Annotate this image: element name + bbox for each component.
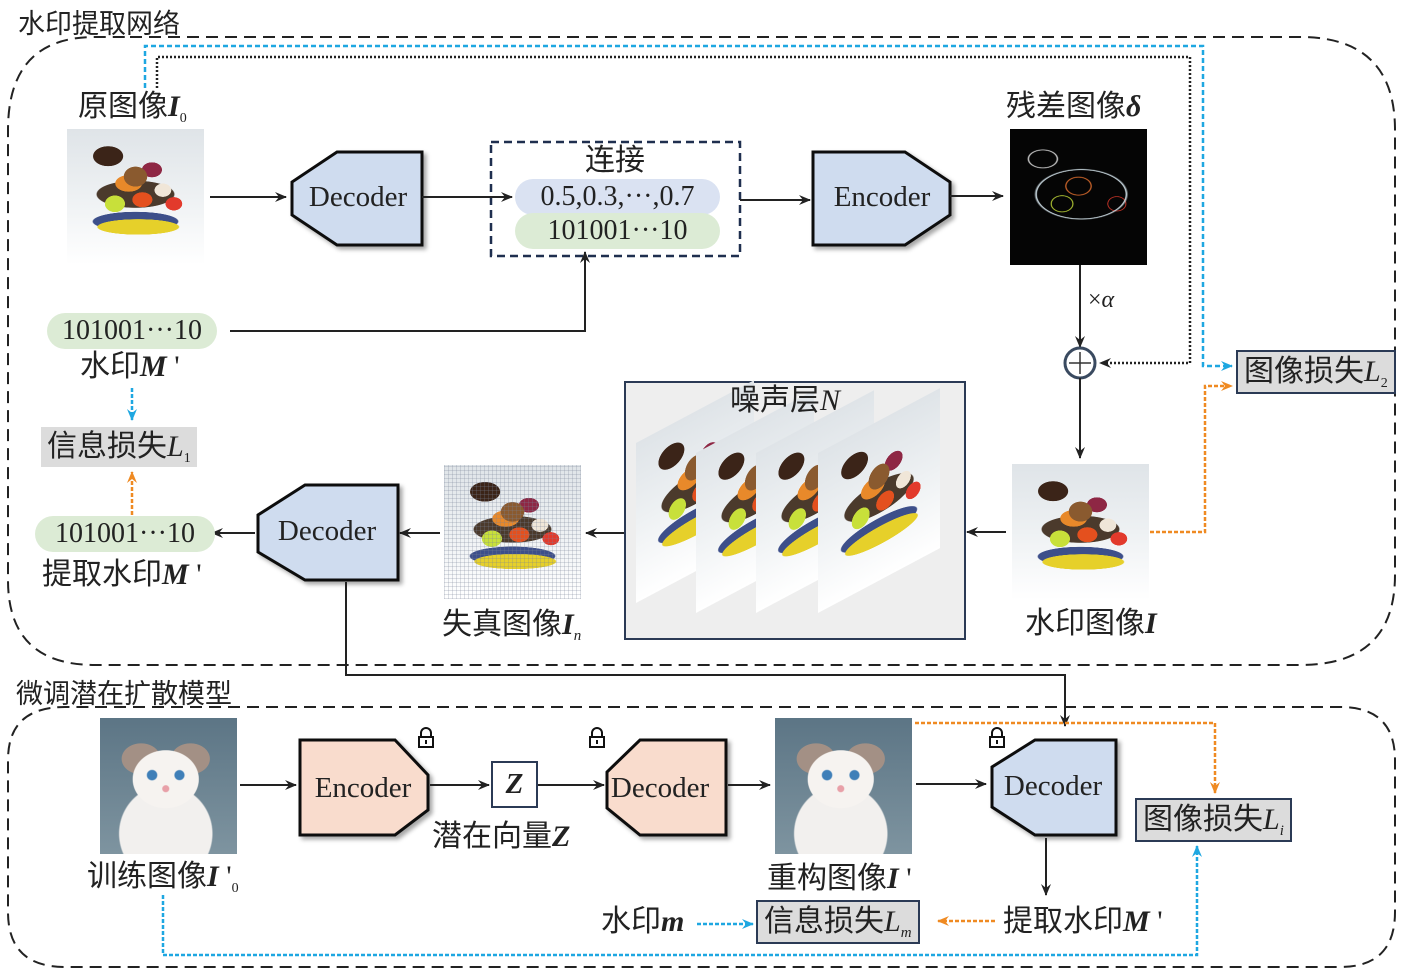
latent-vector-label: 潜在向量Z (432, 820, 571, 853)
watermark-bits-pill: 101001···10 (47, 313, 217, 349)
concat-title: 连接 (585, 144, 645, 177)
extract-decoder-shape (256, 483, 400, 582)
feature-vector-pill: 0.5,0.3,···,0.7 (515, 179, 720, 215)
latent-z-symbol: Z (505, 768, 524, 800)
original-image-label: 原图像I0 (78, 90, 187, 126)
top-encoder-shape (811, 150, 952, 247)
extracted-watermark-bottom-label: 提取水印M ' (1003, 905, 1163, 938)
finetune-section-frame (7, 706, 1396, 968)
residual-image-label: 残差图像δ (1006, 90, 1142, 123)
noise-layer-label: 噪声层N (730, 384, 841, 417)
watermarked-image (1012, 464, 1149, 600)
watermark-m-label: 水印m (601, 905, 685, 938)
info-loss-l1: 信息损失L1 (41, 427, 197, 467)
extracted-watermark-label: 提取水印M ' (42, 558, 202, 591)
top-decoder-shape (290, 150, 424, 247)
decoder-weight-share-line (345, 582, 1070, 727)
loss-line-blue-li (161, 845, 1202, 957)
lock-icon (418, 727, 434, 748)
ldm-encoder-label: Encoder (314, 772, 412, 804)
ldm-decoder-shape (605, 738, 728, 837)
info-loss-lm: 信息损失Lm (756, 900, 920, 944)
ldm-decoder-label: Decoder (610, 772, 710, 804)
arrow-watermark-to-concat (230, 251, 590, 332)
latent-z-box (491, 761, 538, 808)
image-loss-li: 图像损失Li (1135, 798, 1292, 842)
training-image-label: 训练图像I '0 (87, 860, 239, 896)
image-loss-l2: 图像损失L2 (1236, 350, 1396, 394)
lock-icon (989, 727, 1005, 748)
loss-line-orange-li (915, 721, 1220, 794)
watermark-m-prime-label: 水印M ' (80, 350, 180, 383)
extract-decoder-label: Decoder (277, 515, 377, 547)
extraction-section-frame (7, 36, 1396, 666)
watermarked-image-label: 水印图像I (1025, 607, 1157, 640)
residual-skip-line (155, 55, 1192, 368)
distorted-image-label: 失真图像In (442, 608, 582, 644)
loss-feedback-line-blue (143, 44, 1233, 371)
training-image (100, 718, 237, 854)
bottom-decoder-shape (990, 738, 1118, 837)
extraction-section-title: 水印提取网络 (18, 9, 180, 40)
original-image (67, 129, 204, 265)
concat-bits-pill: 101001···10 (515, 213, 720, 249)
finetune-section-title: 微调潜在扩散模型 (16, 679, 232, 710)
reconstructed-image (775, 718, 912, 854)
distorted-image (444, 465, 581, 599)
extracted-bits-pill: 101001···10 (35, 516, 215, 552)
loss-line-orange-top (1150, 381, 1233, 534)
bottom-decoder-label: Decoder (1003, 770, 1103, 802)
top-encoder-label: Encoder (833, 181, 931, 213)
scale-alpha-label: ×α (1088, 287, 1115, 313)
ldm-encoder-shape (298, 738, 430, 837)
reconstructed-image-label: 重构图像I ' (767, 862, 912, 895)
residual-image (1010, 129, 1147, 265)
lock-icon (589, 727, 605, 748)
top-decoder-label: Decoder (308, 181, 408, 213)
noise-layer-panel (624, 380, 966, 640)
